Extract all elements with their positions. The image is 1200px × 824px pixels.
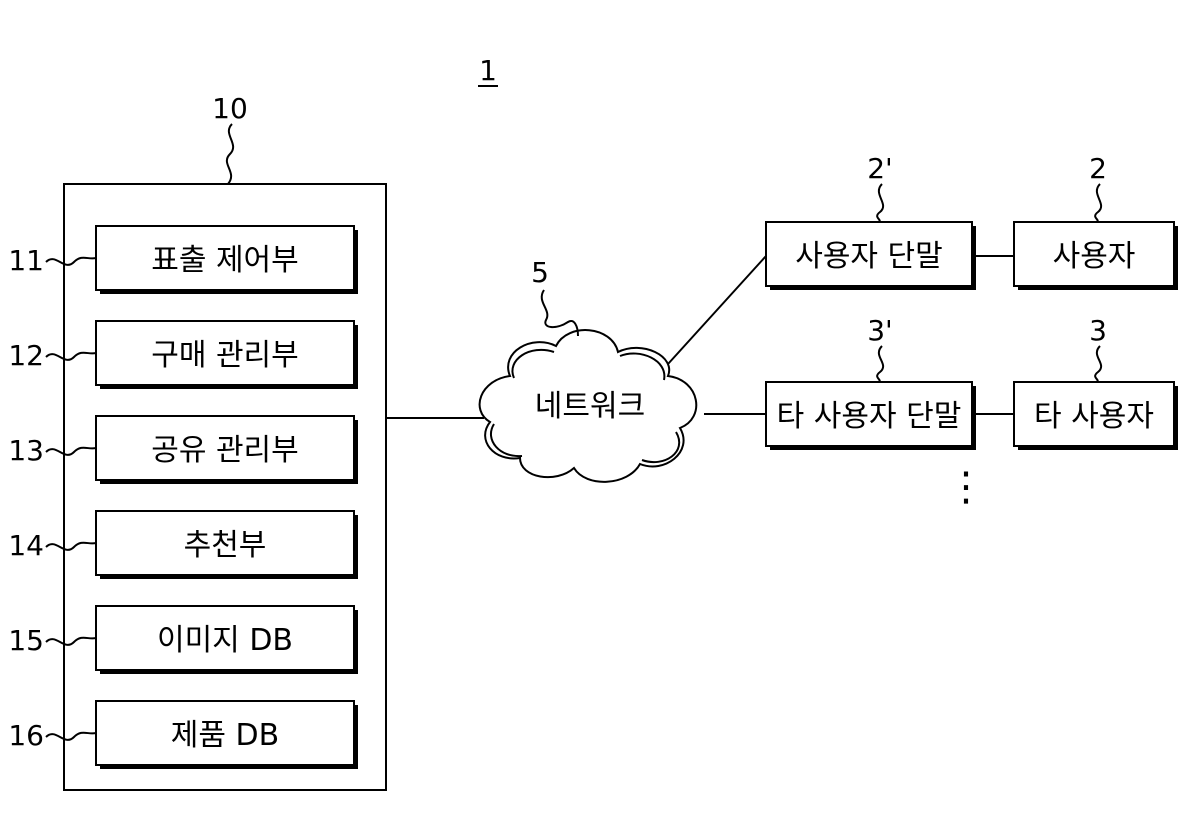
other-terminal-label: 타 사용자 단말 [777,399,962,434]
other-user-leader [1095,346,1101,382]
user-terminal-label: 사용자 단말 [795,239,943,274]
module-ref: 15 [8,624,44,657]
user-leader [1095,184,1101,222]
other-terminal-leader [877,346,883,382]
module-label: 제품 DB [171,718,279,753]
network-ref: 5 [531,256,549,289]
module-ref: 14 [8,529,44,562]
other-user-ref: 3 [1089,314,1107,347]
module-ref: 12 [8,339,44,372]
module-label: 이미지 DB [157,623,293,658]
other-terminal-ref: 3' [867,314,893,347]
user-label: 사용자 [1053,239,1136,274]
module-label: 표출 제어부 [151,243,299,278]
module-ref: 13 [8,434,44,467]
server-ref: 10 [212,92,248,125]
continuation-ellipsis: ⋮ [946,464,986,510]
user-terminal-leader [877,184,883,222]
network-terminal-link [668,256,766,364]
network-label: 네트워크 [535,389,645,424]
figure-label: 1 [479,54,497,87]
module-label: 추천부 [184,528,267,563]
module-label: 구매 관리부 [151,338,299,373]
server-leader [227,124,233,184]
user-ref: 2 [1089,152,1107,185]
user-terminal-ref: 2' [867,152,893,185]
module-label: 공유 관리부 [151,433,299,468]
other-user-label: 타 사용자 [1034,399,1154,434]
module-ref: 11 [8,244,44,277]
module-ref: 16 [8,719,44,752]
network-leader [542,290,578,336]
